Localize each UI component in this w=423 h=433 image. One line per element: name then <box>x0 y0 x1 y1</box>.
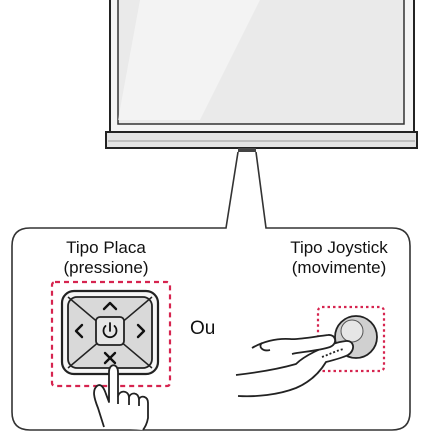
plate-type-control <box>50 280 172 388</box>
tv-control-location <box>238 148 256 152</box>
power-icon <box>102 322 118 339</box>
pressing-hand-illustration <box>93 364 149 431</box>
plate-highlight-frame <box>50 280 172 388</box>
chevron-left-icon[interactable] <box>74 323 84 339</box>
tv-illustration <box>105 0 418 152</box>
joystick-highlight-frame <box>316 305 386 373</box>
plate-type-label: Tipo Placa (pressione) <box>22 238 190 278</box>
close-icon[interactable] <box>103 351 117 365</box>
joystick-type-title: Tipo Joystick <box>290 238 388 257</box>
or-separator: Ou <box>190 318 216 339</box>
plate-type-action: (pressione) <box>63 258 149 277</box>
plate-type-title: Tipo Placa <box>66 238 146 257</box>
joystick-type-label: Tipo Joystick (movimente) <box>263 238 415 278</box>
pointing-hand-illustration <box>235 334 354 398</box>
joystick-type-action: (movimente) <box>291 258 387 277</box>
chevron-up-icon[interactable] <box>102 301 118 311</box>
chevron-right-icon[interactable] <box>136 323 146 339</box>
